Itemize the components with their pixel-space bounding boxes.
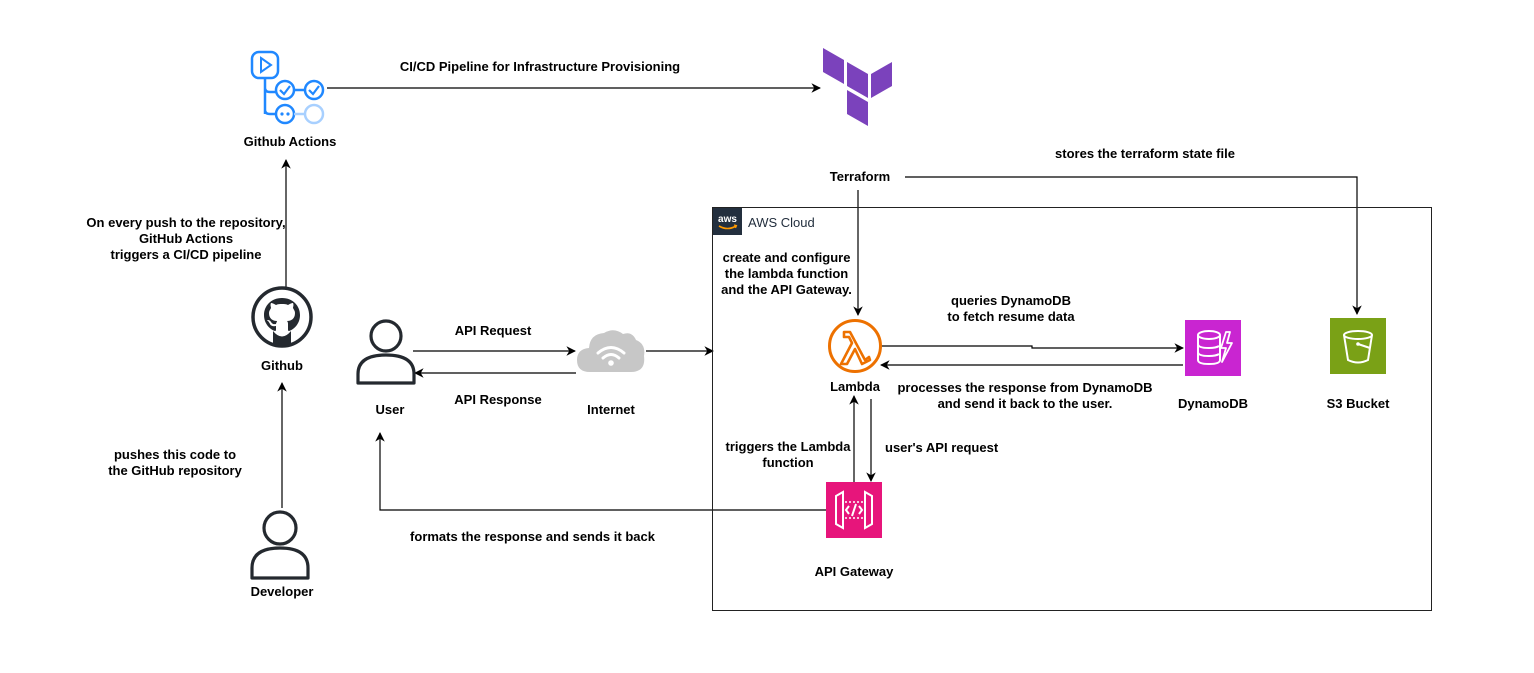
s3-bucket-label: S3 Bucket: [1326, 396, 1390, 411]
dynamodb-icon: [1185, 320, 1241, 381]
api-gateway-icon: [826, 482, 882, 543]
processes-line-2: and send it back to the user.: [937, 396, 1113, 411]
lambda-icon: [827, 318, 883, 379]
push-code-line-2: the GitHub repository: [108, 463, 242, 478]
queries-line-1: queries DynamoDB: [951, 293, 1071, 308]
api-gateway-label: API Gateway: [814, 564, 894, 579]
developer-label: Developer: [250, 584, 314, 599]
queries-line-2: to fetch resume data: [947, 309, 1075, 324]
user-label: User: [375, 402, 405, 417]
push-trigger-line-1: On every push to the repository,: [86, 215, 286, 230]
push-code-label: pushes this code to the GitHub repositor…: [90, 447, 260, 479]
api-response-label: API Response: [454, 392, 542, 407]
push-trigger-line-2: GitHub Actions: [138, 231, 234, 246]
github-actions-label: Github Actions: [243, 134, 337, 149]
state-arrow: [905, 176, 1362, 315]
lambda-label: Lambda: [830, 379, 880, 394]
github-actions-icon: [248, 48, 328, 133]
aws-logo-icon: aws: [713, 208, 742, 235]
dynamodb-label: DynamoDB: [1177, 396, 1249, 411]
create-configure-line-1: create and configure: [722, 250, 851, 265]
terraform-label: Terraform: [829, 169, 891, 184]
github-label: Github: [261, 358, 303, 373]
users-request-label: user's API request: [885, 440, 999, 455]
queries-label: queries DynamoDB to fetch resume data: [921, 293, 1101, 325]
aws-cloud-title: AWS Cloud: [748, 215, 815, 230]
create-configure-label: create and configure the lambda function…: [709, 250, 864, 298]
push-trigger-label: On every push to the repository, GitHub …: [56, 215, 316, 263]
internet-label: Internet: [587, 402, 635, 417]
triggers-lambda-line-1: triggers the Lambda: [725, 439, 851, 454]
lambda-to-dynamodb-arrow: [879, 343, 1184, 353]
state-file-label: stores the terraform state file: [1055, 146, 1235, 161]
create-configure-line-2: the lambda function: [724, 266, 849, 281]
internet-cloud-icon: [576, 326, 646, 381]
push-trigger-line-3: triggers a CI/CD pipeline: [110, 247, 262, 262]
triggers-lambda-line-2: function: [762, 455, 814, 470]
processes-label: processes the response from DynamoDB and…: [890, 380, 1160, 412]
developer-icon: [250, 508, 310, 585]
github-icon: [251, 286, 313, 353]
s3-bucket-icon: [1330, 318, 1386, 379]
aws-cloud-group: aws AWS Cloud: [712, 207, 1432, 611]
api-request-label: API Request: [454, 323, 532, 338]
processes-line-1: processes the response from DynamoDB: [897, 380, 1153, 395]
push-code-line-1: pushes this code to: [113, 447, 237, 462]
user-icon: [356, 318, 416, 391]
create-configure-line-3: and the API Gateway.: [721, 282, 852, 297]
cicd-pipeline-label: CI/CD Pipeline for Infrastructure Provis…: [399, 59, 681, 74]
svg-text:aws: aws: [718, 214, 737, 225]
triggers-lambda-label: triggers the Lambda function: [712, 439, 864, 471]
terraform-icon: [823, 48, 893, 133]
gateway-to-user-arrow: [375, 432, 826, 511]
formats-response-label: formats the response and sends it back: [410, 529, 655, 544]
